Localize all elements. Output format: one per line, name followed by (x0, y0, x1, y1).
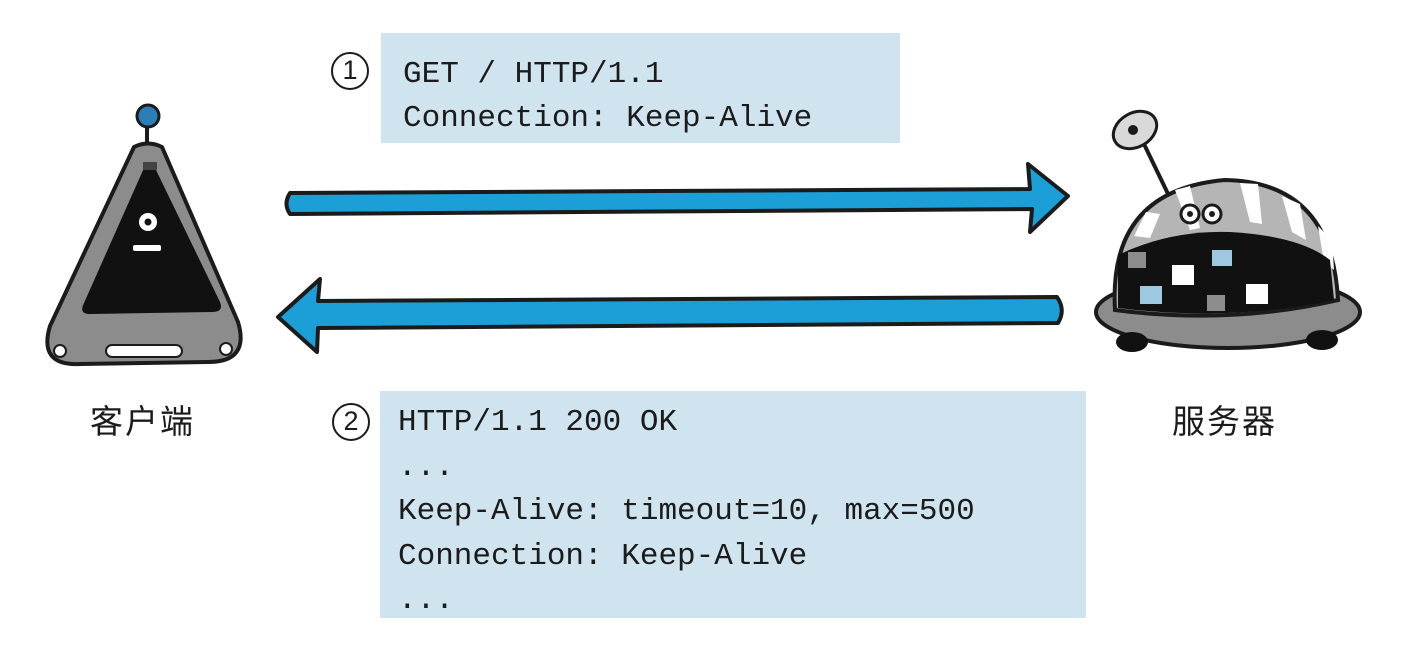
response-arrow-icon (276, 277, 1064, 354)
response-ellipsis-line: ... (398, 583, 454, 618)
response-keepalive-line: Keep-Alive: timeout=10, max=500 (398, 494, 975, 529)
request-message-box: GET / HTTP/1.1 Connection: Keep-Alive (381, 33, 900, 143)
request-header-line: Connection: Keep-Alive (403, 101, 813, 136)
step-1-marker: 1 (331, 52, 369, 90)
request-line: GET / HTTP/1.1 (403, 57, 664, 92)
response-connection-line: Connection: Keep-Alive (398, 538, 808, 574)
client-robot-icon (45, 103, 243, 367)
step-2-marker: 2 (332, 403, 370, 441)
response-status-line: HTTP/1.1 200 OK (398, 405, 678, 440)
response-message-box: HTTP/1.1 200 OK ... Keep-Alive: timeout=… (380, 391, 1086, 618)
server-label: 服务器 (1172, 402, 1277, 441)
client-label: 客户端 (90, 402, 195, 441)
server-robot-icon (1094, 109, 1362, 352)
response-ellipsis-line: ... (398, 449, 454, 485)
request-arrow-icon (284, 162, 1070, 234)
